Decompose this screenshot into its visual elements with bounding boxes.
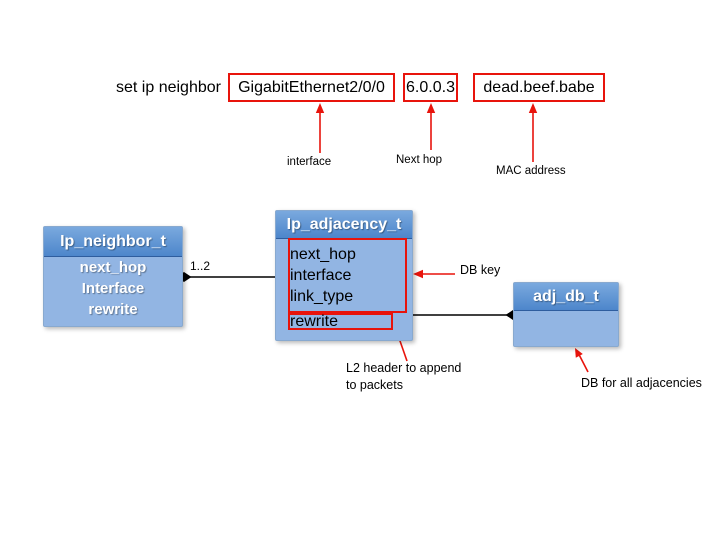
adj-db-title: adj_db_t [514, 283, 618, 311]
adjacency-db-key-highlight-box: next_hop interface link_type [288, 238, 407, 313]
db-all-arrow [575, 348, 589, 373]
mac-address-value: dead.beef.babe [483, 78, 595, 96]
ip-adjacency-title: Ip_adjacency_t [276, 211, 412, 239]
l2-header-callout: L2 header to append to packets [346, 361, 462, 392]
adjacency-field-interface: interface [290, 267, 352, 284]
db-key-callout: DB key [460, 263, 501, 277]
next-hop-value: 6.0.0.3 [406, 78, 455, 96]
cli-command-label: set ip neighbor [116, 79, 221, 96]
neighbor-field-next-hop: next_hop [79, 259, 147, 276]
adj-db-class-box: adj_db_t [513, 282, 619, 347]
interface-annotation: interface [287, 156, 332, 168]
ip-adjacency-class-box: Ip_adjacency_t [275, 210, 413, 341]
next-hop-value-box: 6.0.0.3 [403, 73, 458, 102]
next-hop-annotation: Next hop [396, 154, 443, 166]
neighbor-field-interface: Interface [81, 280, 145, 297]
mac-address-value-box: dead.beef.babe [473, 73, 605, 102]
mac-address-arrow [528, 103, 538, 162]
adjacency-field-link-type: link_type [290, 288, 354, 305]
adjacency-field-next-hop: next_hop [290, 246, 356, 263]
ip-neighbor-class-box: Ip_neighbor_t next_hop Interface rewrite [43, 226, 183, 327]
interface-value-box: GigabitEthernet2/0/0 [228, 73, 395, 102]
neighbor-adjacency-link [176, 272, 275, 282]
adjacency-field-rewrite: rewrite [290, 313, 339, 330]
db-key-arrow [413, 269, 455, 279]
db-all-adjacencies-callout: DB for all adjacencies [581, 376, 702, 390]
neighbor-field-rewrite: rewrite [88, 301, 138, 318]
ip-neighbor-title: Ip_neighbor_t [44, 227, 182, 257]
adjacency-adjdb-link [413, 310, 521, 320]
multiplicity-label: 1..2 [190, 259, 211, 273]
next-hop-arrow [426, 103, 436, 150]
interface-value: GigabitEthernet2/0/0 [238, 78, 385, 96]
adjacency-rewrite-highlight-box: rewrite [288, 313, 393, 330]
interface-arrow [315, 103, 325, 153]
mac-address-annotation: MAC address [496, 165, 566, 177]
